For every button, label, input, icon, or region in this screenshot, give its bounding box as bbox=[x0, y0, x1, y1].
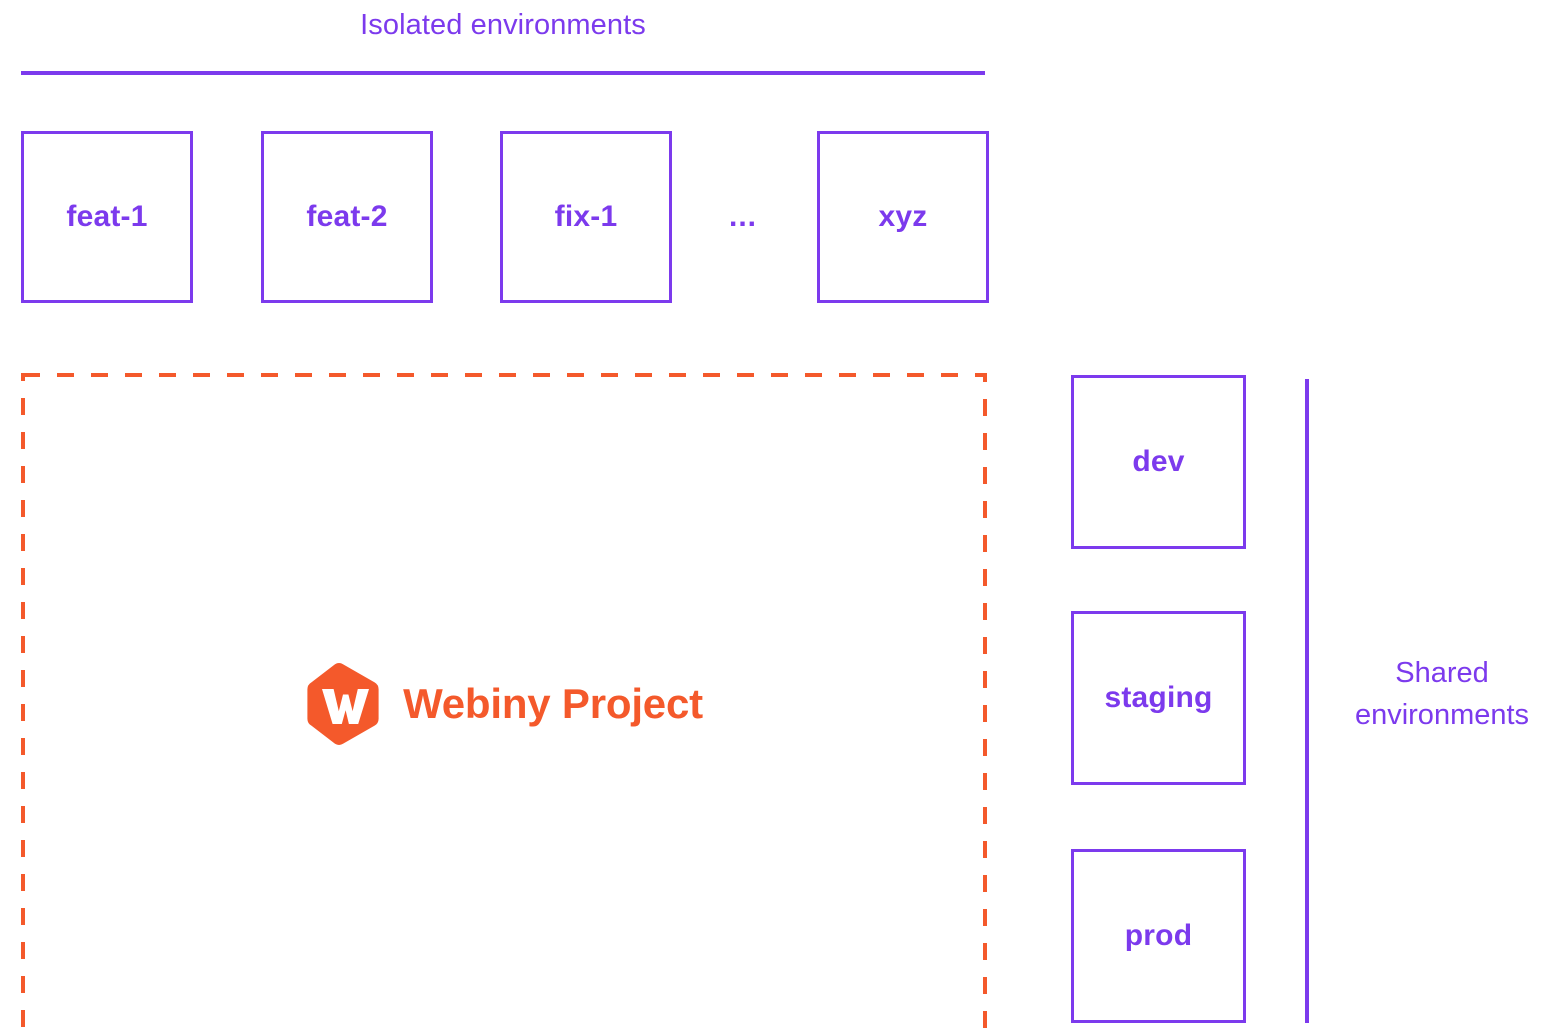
isolated-env-label: feat-2 bbox=[306, 200, 388, 233]
isolated-env-box-feat-1[interactable]: feat-1 bbox=[21, 131, 193, 303]
isolated-environments-title: Isolated environments bbox=[360, 9, 646, 41]
isolated-env-label: xyz bbox=[878, 200, 928, 233]
shared-env-box-dev[interactable]: dev bbox=[1071, 375, 1246, 549]
project-logo-row: Webiny Project bbox=[21, 373, 987, 1035]
isolated-env-box-fix-1[interactable]: fix-1 bbox=[500, 131, 672, 303]
shared-environments-title: Shared environments bbox=[1320, 652, 1564, 736]
shared-env-box-staging[interactable]: staging bbox=[1071, 611, 1246, 785]
shared-env-label: prod bbox=[1124, 919, 1193, 952]
webiny-hexagon-logo-icon bbox=[307, 663, 379, 745]
isolated-env-box-feat-2[interactable]: feat-2 bbox=[261, 131, 433, 303]
shared-environments-divider bbox=[1305, 379, 1309, 1023]
shared-environments-title-line-1: Shared bbox=[1395, 657, 1489, 689]
webiny-project-area: Webiny Project bbox=[21, 373, 987, 1035]
shared-env-label: dev bbox=[1132, 445, 1185, 478]
shared-environments-title-line-2: environments bbox=[1354, 699, 1530, 731]
shared-env-label: staging bbox=[1104, 681, 1213, 714]
shared-env-box-prod[interactable]: prod bbox=[1071, 849, 1246, 1023]
webiny-project-label: Webiny Project bbox=[403, 680, 703, 727]
isolated-environments-divider bbox=[21, 71, 985, 75]
isolated-env-label: feat-1 bbox=[66, 200, 148, 233]
isolated-env-ellipsis: ... bbox=[728, 200, 757, 233]
project-dashed-border bbox=[21, 373, 987, 1035]
isolated-env-label: fix-1 bbox=[554, 200, 618, 233]
isolated-env-box-xyz[interactable]: xyz bbox=[817, 131, 989, 303]
